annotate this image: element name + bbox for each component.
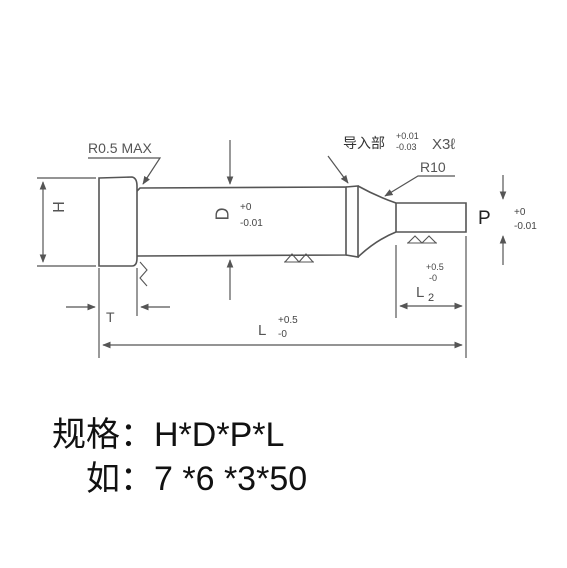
finish-head — [139, 261, 148, 287]
label-r10: R10 — [420, 159, 446, 175]
taper-shape — [357, 185, 467, 258]
label-r-max: R0.5 MAX — [88, 140, 152, 156]
head-shape — [98, 176, 138, 267]
leader-lines — [88, 155, 455, 197]
label-l2-sub: 2 — [428, 292, 435, 304]
dim-l2 — [395, 245, 463, 318]
spec-line-1: 规格：H*D*P*L — [52, 416, 285, 454]
punch-pin-drawing — [37, 140, 507, 358]
label-d-tol-lower: -0.01 — [240, 218, 263, 229]
label-d-tol-upper: +0 — [240, 202, 252, 213]
r-max-leader — [88, 157, 162, 185]
label-h: H — [50, 201, 68, 213]
label-p-tol-upper: +0 — [514, 207, 526, 218]
label-guide-tol-lower: -0.03 — [396, 142, 417, 152]
label-p-tol-lower: -0.01 — [514, 221, 537, 232]
label-l-tol-lower: -0 — [278, 329, 287, 340]
label-l2-tol-lower: -0 — [429, 273, 438, 283]
label-guide-tol-upper: +0.01 — [396, 131, 419, 141]
label-guide-len: X3ℓ — [432, 136, 456, 153]
r10-leader — [384, 175, 455, 197]
dim-t — [66, 268, 170, 358]
label-d: D — [212, 207, 233, 221]
dim-l — [102, 236, 467, 358]
finish-shank — [284, 253, 314, 263]
label-l2-tol-upper: +0.5 — [426, 262, 444, 272]
finish-pilot — [407, 235, 437, 244]
label-l: L — [258, 322, 267, 339]
dim-h — [37, 177, 96, 267]
spec-line-2: 如：7 *6 *3*50 — [86, 460, 308, 498]
label-l-tol-upper: +0.5 — [278, 315, 298, 326]
label-t: T — [106, 309, 115, 325]
label-p: P — [478, 208, 491, 229]
part-outline — [98, 176, 467, 267]
surface-finish-marks — [139, 235, 437, 287]
collar-shape — [345, 185, 359, 258]
label-l2: L — [416, 284, 425, 301]
guide-leader — [327, 155, 349, 184]
label-guide: 导入部 — [343, 135, 385, 151]
